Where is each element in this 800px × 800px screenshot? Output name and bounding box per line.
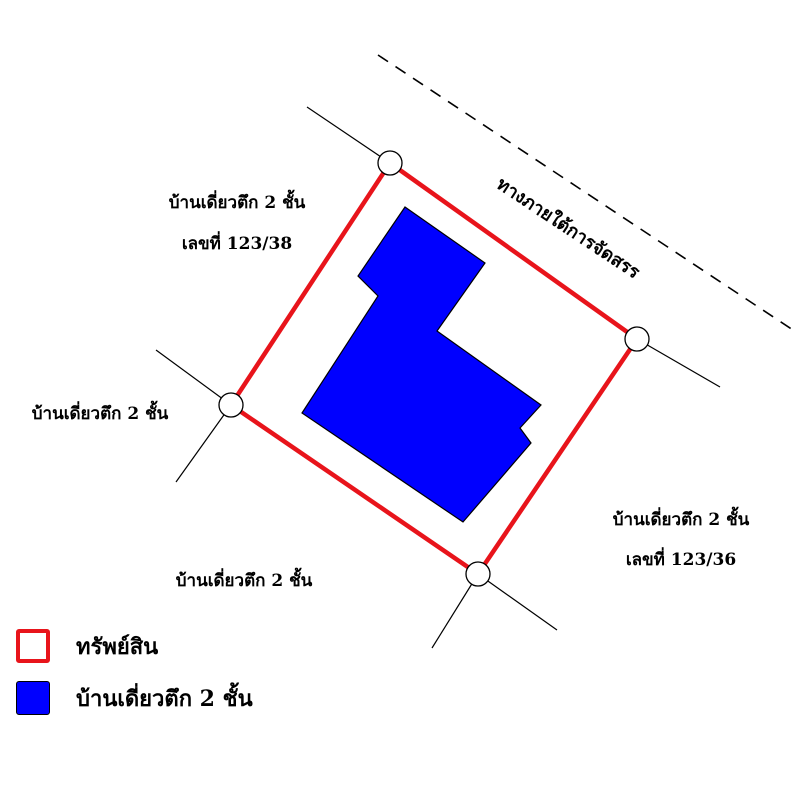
neighbor-north-label-line2: เลขที่ 123/38 (182, 231, 292, 254)
boundary-line-w-down (175, 404, 232, 483)
legend-label-building: บ้านเดี่ยวตึก 2 ชั้น (76, 685, 253, 712)
boundary-line-ne (636, 338, 721, 388)
neighbor-north-label-line1: บ้านเดี่ยวตึก 2 ชั้น (169, 189, 306, 213)
boundary-line-se-right (477, 573, 558, 631)
corner-marker-north (377, 150, 403, 176)
legend-item-property: ทรัพย์สิน (16, 624, 396, 668)
red-outline-square-icon (16, 629, 50, 663)
boundary-line-w-up (155, 349, 232, 406)
road-label: ทางภายใต้การจัดสรร (493, 173, 645, 284)
neighbor-west-label: บ้านเดี่ยวตึก 2 ชั้น (32, 400, 169, 424)
boundary-line-se-left (431, 573, 479, 649)
blue-filled-square-icon (16, 681, 50, 715)
corner-markers (218, 150, 650, 587)
neighbor-east-label-line2: เลขที่ 123/36 (626, 547, 736, 570)
corner-marker-east (624, 326, 650, 352)
corner-marker-west (218, 392, 244, 418)
legend-item-building: บ้านเดี่ยวตึก 2 ชั้น (16, 676, 396, 720)
building-footprint (301, 206, 542, 523)
neighbor-east-label-line1: บ้านเดี่ยวตึก 2 ชั้น (613, 506, 750, 530)
legend-label-property: ทรัพย์สิน (76, 633, 159, 660)
neighbor-boundary-lines (155, 106, 721, 649)
corner-marker-south (465, 561, 491, 587)
neighbor-south-label: บ้านเดี่ยวตึก 2 ชั้น (176, 567, 313, 591)
boundary-line-nw (306, 106, 391, 164)
